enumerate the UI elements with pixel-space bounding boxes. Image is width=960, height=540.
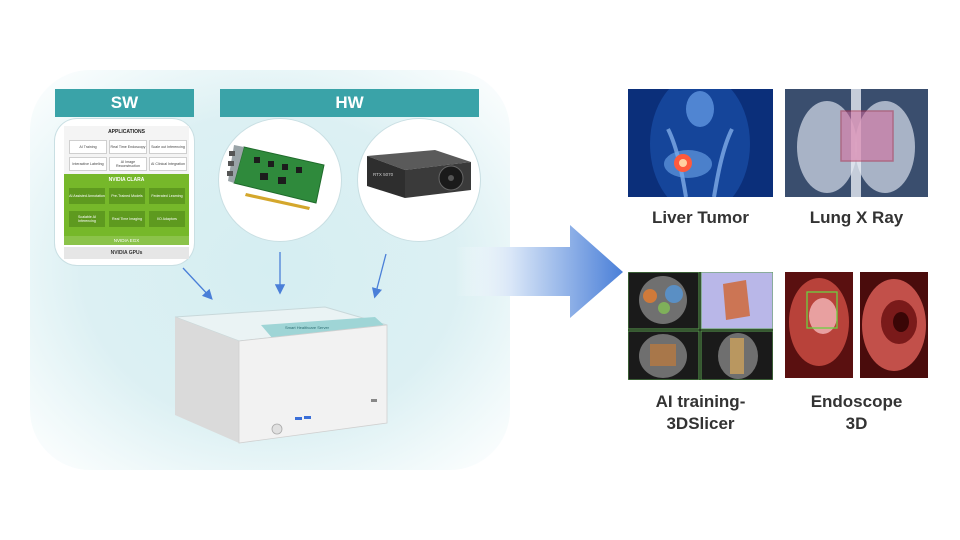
lung-xray-label: Lung X Ray [809,208,904,227]
clara-cell: I/O Adaptors [149,211,185,227]
applications-layer: APPLICATIONS AI Training Real Time Endos… [64,126,189,174]
app-cell: Scale out Inferencing [149,140,187,154]
sw-to-device-arrow [182,267,213,300]
server-device: Smart Healthcare Server [174,306,388,444]
gpus-layer: NVIDIA GPUs [64,247,189,259]
capture-card-image [227,145,325,210]
gpu-card-text: RTX 5070 [373,172,394,177]
sw-header: SW [55,89,194,117]
clara-cell: Real Time Imaging [109,211,145,227]
liver-tumor-image [628,89,773,197]
clara-cell: Scalable AI Inferencing [69,211,105,227]
clara-layer: NVIDIA CLARA AI Assisted Annotation Pre-… [64,174,189,236]
endoscope-label: Endoscope 3D [785,391,928,435]
egx-layer: NVIDIA EGX [64,236,189,245]
endoscope-image [785,272,928,378]
slicer-label: AI training- 3DSlicer [628,391,773,435]
clara-cell: Federated Learning [149,188,185,204]
usb-port-icon [304,416,311,419]
nvidia-clara-stack: APPLICATIONS AI Training Real Time Endos… [64,126,189,259]
app-cell: AI Training [69,140,107,154]
app-cell: Real Time Endoscopy [109,140,147,154]
slicer-label-line2: 3DSlicer [666,414,735,433]
big-right-arrow [455,225,623,318]
usb-port-icon [295,417,302,420]
power-button-icon [271,423,283,435]
lung-xray-image [785,89,928,197]
clara-cell: Pre-Trained Models [109,188,145,204]
liver-tumor-label: Liver Tumor [652,208,749,227]
gpu-to-device-arrow [371,253,387,299]
gpu-card-image: RTX 5070 [367,150,471,198]
device-text: Smart Healthcare Server [285,325,330,330]
slicer-label-line1: AI training- [655,392,746,411]
port-icon [371,399,377,402]
clara-cell: AI Assisted Annotation [69,188,105,204]
endoscope-label-line2: 3D [845,414,868,433]
clara-title: NVIDIA CLARA [108,177,145,183]
hw-header: HW [220,89,479,117]
applications-title: APPLICATIONS [108,129,145,135]
app-cell: AI Clinical Integration [149,157,187,171]
app-cell: Interactive Labeling [69,157,107,171]
slicer-image [628,272,773,380]
endoscope-label-line1: Endoscope [810,392,903,411]
app-cell: AI Image Reconstruction [109,157,147,171]
